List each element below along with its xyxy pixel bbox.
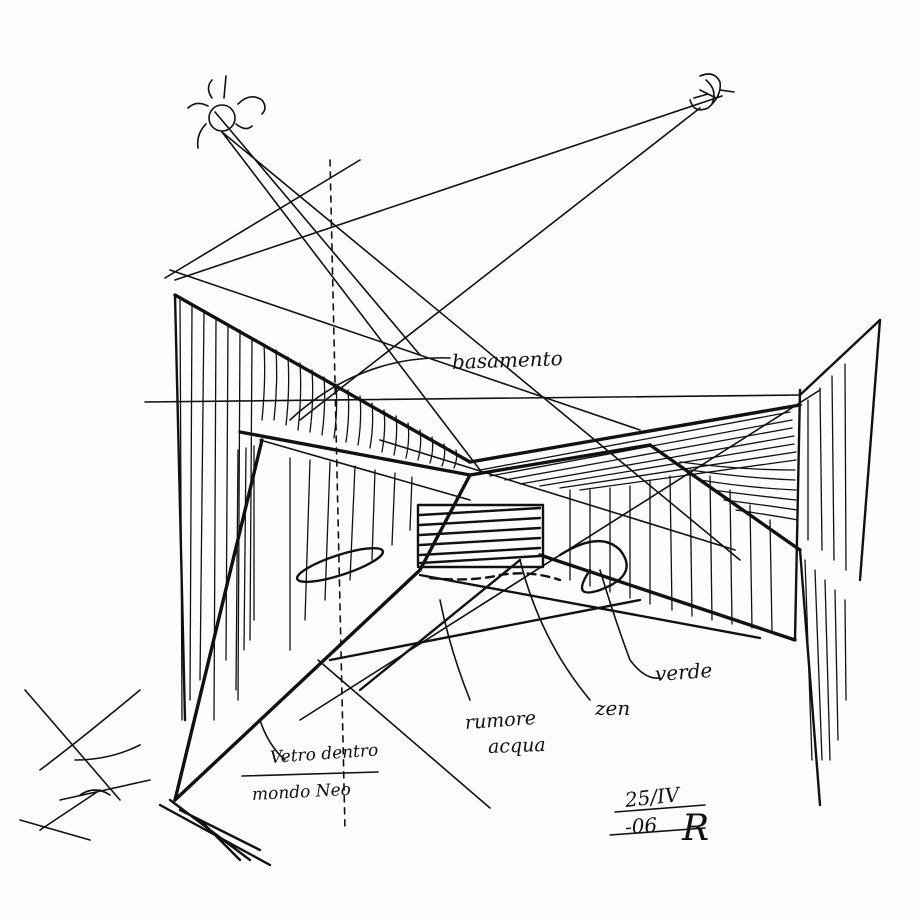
axis-line [329,159,346,831]
leader-lines [241,357,706,836]
floor [295,539,762,692]
signature: R [682,808,710,849]
label-verde: verde [654,658,714,686]
moon-icon [689,73,735,111]
label-acqua: acqua [487,733,547,758]
label-year: -06 [624,812,658,839]
right-wall [468,318,882,807]
left-wall [173,293,472,802]
left-wall-hatching [179,299,458,721]
sun-icon [187,75,266,149]
label-basamento: basamento [451,346,564,374]
footing [158,798,272,867]
back-box [416,503,545,569]
corner-scribble [19,689,151,841]
right-wall-hatching [479,363,847,761]
label-zen: zen [595,696,631,720]
